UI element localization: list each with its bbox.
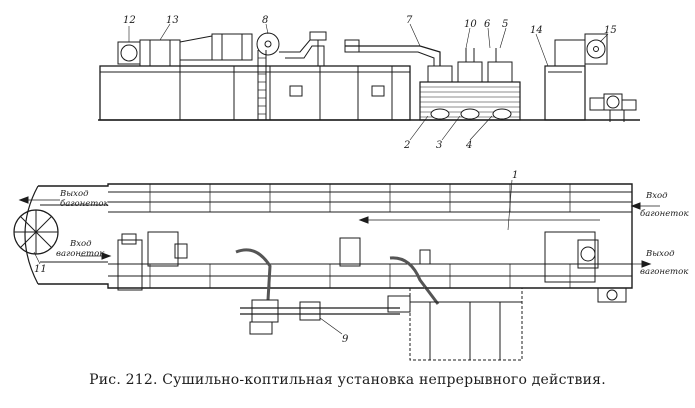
- callout-numbers: 12 13 8 7 10 6 5 14 15 2 3 4 1 11 9: [34, 15, 617, 345]
- plan-view: [13, 183, 660, 361]
- exit-label-right-word: Выход: [645, 249, 675, 259]
- callout-14: 14: [530, 25, 543, 36]
- elevation-view: [98, 31, 640, 122]
- exit-label-left-word: Выход: [59, 189, 89, 199]
- callout-11: 11: [34, 264, 47, 275]
- callout-10: 10: [464, 19, 477, 30]
- callout-4: 4: [465, 140, 472, 151]
- callout-1: 1: [512, 170, 518, 181]
- entry-label-right-obj: багонеток: [640, 208, 689, 219]
- entry-label-left-obj: вагонеток: [56, 249, 105, 259]
- callout-8: 8: [262, 15, 268, 26]
- exit-label-right-obj: вагонеток: [640, 267, 689, 277]
- figure-caption: Рис. 212. Сушильно-коптильная установка …: [89, 372, 606, 388]
- callout-15: 15: [604, 25, 617, 36]
- leader-lines: [33, 23, 609, 335]
- callout-2: 2: [403, 140, 410, 151]
- callout-13: 13: [166, 15, 179, 26]
- callout-3: 3: [436, 140, 442, 151]
- callout-6: 6: [484, 19, 491, 30]
- entry-label-right-word: Вход: [645, 191, 668, 201]
- callout-5: 5: [502, 19, 508, 30]
- flow-labels: Выход багонеток Вход вагонеток Вход баго…: [56, 189, 689, 277]
- callout-7: 7: [406, 15, 413, 26]
- entry-label-left-word: Вход: [69, 239, 92, 249]
- exit-label-left-obj: багонеток: [60, 198, 109, 209]
- callout-12: 12: [123, 15, 136, 26]
- callout-9: 9: [342, 334, 349, 345]
